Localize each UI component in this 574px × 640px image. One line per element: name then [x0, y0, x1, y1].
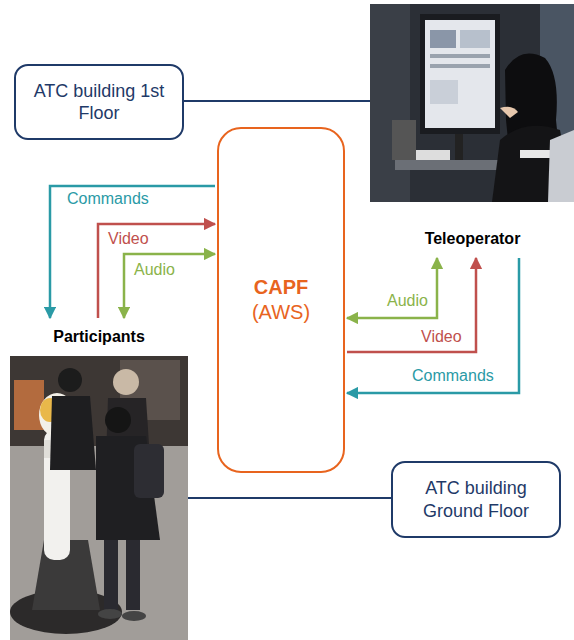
- node-text: (AWS): [252, 300, 310, 325]
- location-box: ATC building Ground Floor: [391, 461, 561, 538]
- location-box: ATC building 1st Floor: [14, 64, 184, 140]
- edge-label: Video: [107, 230, 150, 248]
- actor-label: Participants: [40, 320, 158, 354]
- cloud-platform-box: CAPF(AWS): [217, 127, 345, 473]
- edge-label: Audio: [386, 292, 429, 310]
- signal-arrow: [98, 224, 215, 318]
- node-text: Teleoperator: [425, 229, 521, 249]
- node-text: Participants: [53, 327, 145, 347]
- teleoperator-photo: [370, 4, 574, 202]
- edge-label: Commands: [66, 190, 150, 208]
- node-text: ATC building 1st Floor: [33, 80, 165, 125]
- signal-arrow: [124, 254, 215, 318]
- edge-label: Audio: [133, 261, 176, 279]
- signal-arrow: [347, 258, 519, 393]
- participants-photo: [10, 356, 188, 640]
- node-text: CAPF: [254, 275, 308, 300]
- edge-label: Commands: [411, 367, 495, 385]
- signal-arrow: [347, 258, 476, 352]
- edge-label: Video: [420, 328, 463, 346]
- actor-label: Teleoperator: [410, 222, 535, 256]
- leader-line: [188, 497, 391, 499]
- signal-arrow: [50, 186, 215, 318]
- leader-line: [184, 100, 370, 102]
- signal-arrow: [347, 258, 437, 318]
- node-text: ATC building Ground Floor: [410, 477, 542, 522]
